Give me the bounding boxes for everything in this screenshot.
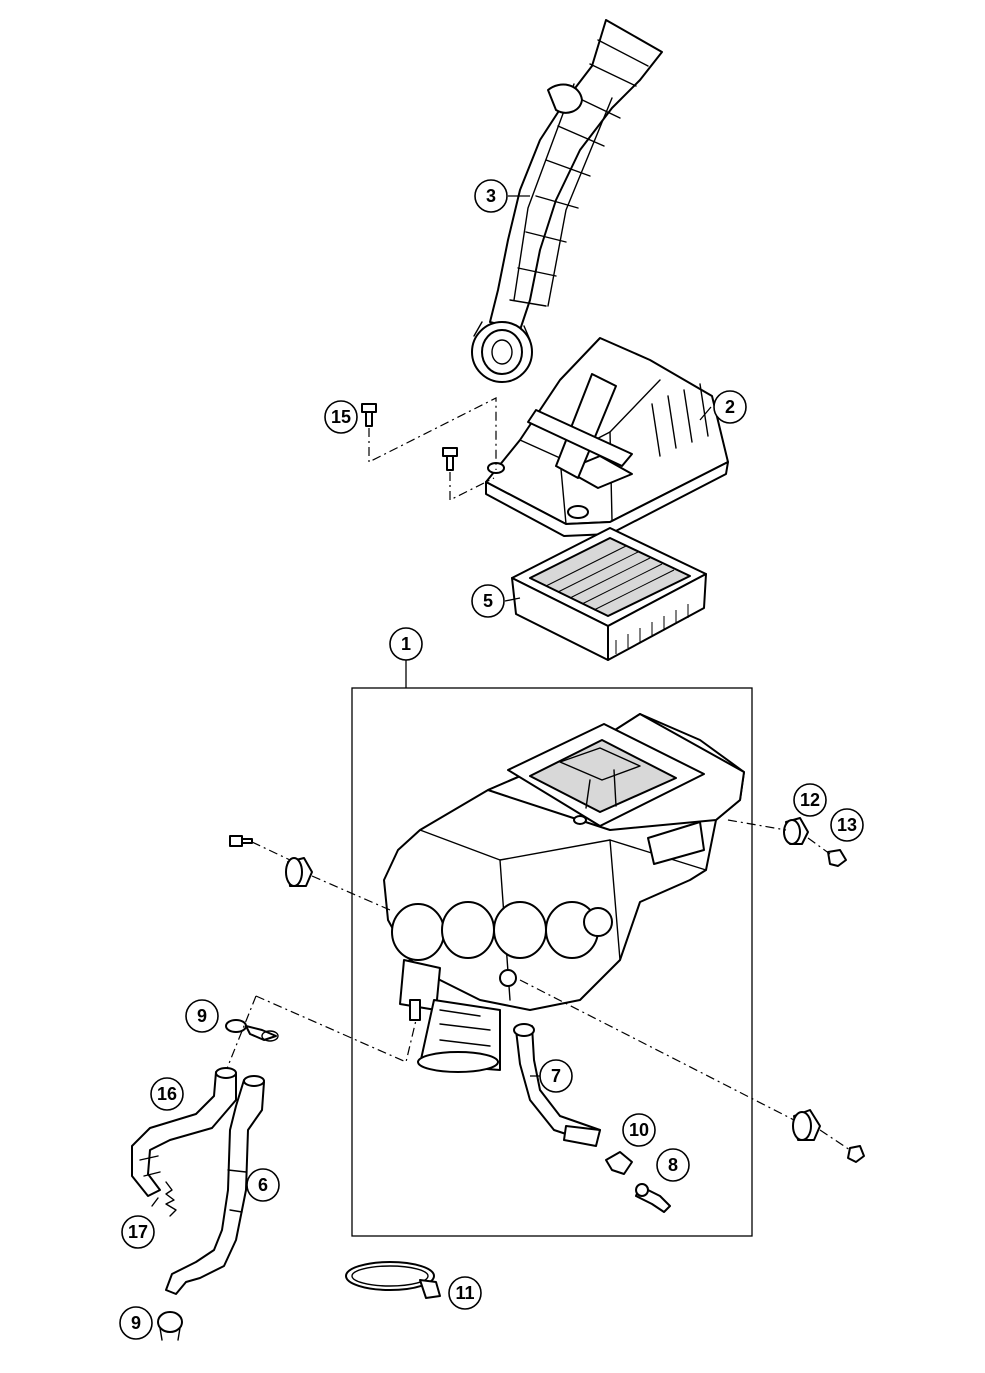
callout-6: 6	[246, 1168, 280, 1202]
grommet-left-part	[229, 835, 391, 911]
callout-3-label: 3	[486, 186, 496, 206]
plug-part	[635, 1183, 671, 1213]
callout-1-label: 1	[401, 634, 411, 654]
callout-8-label: 8	[668, 1155, 678, 1175]
clip-part	[605, 1151, 633, 1175]
callout-9-top: 9	[185, 999, 219, 1033]
callout-2: 2	[713, 390, 747, 424]
hose-6-part	[165, 1075, 265, 1295]
airbox-assembly-frame	[351, 687, 753, 1237]
callout-17-label: 17	[128, 1222, 148, 1242]
intake-snorkel-part	[471, 19, 663, 383]
callout-9-top-label: 9	[197, 1006, 207, 1026]
callout-7-label: 7	[551, 1066, 561, 1086]
callout-15-label: 15	[331, 407, 351, 427]
hose-clamp-bottom-part	[157, 1311, 183, 1341]
callout-8: 8	[656, 1148, 690, 1182]
callout-9-bottom-label: 9	[131, 1313, 141, 1333]
spring-clamp-part	[151, 1181, 177, 1217]
callout-12: 12	[793, 783, 827, 817]
callout-11: 11	[448, 1276, 482, 1310]
callout-16-label: 16	[157, 1084, 177, 1104]
callout-5: 5	[471, 584, 505, 618]
callout-13-label: 13	[837, 815, 857, 835]
callout-16: 16	[150, 1077, 184, 1111]
air-filter-part	[511, 527, 707, 661]
airbox-housing-part	[383, 713, 745, 1073]
callout-15: 15	[324, 400, 358, 434]
callout-6-label: 6	[258, 1175, 268, 1195]
callout-10: 10	[622, 1113, 656, 1147]
callout-11-label: 11	[455, 1283, 474, 1303]
leader-lines	[504, 195, 712, 1077]
callout-7: 7	[539, 1059, 573, 1093]
drain-hose-part	[513, 1023, 601, 1147]
grommet-right-top-part	[727, 817, 847, 867]
hose-clamp-top-part	[223, 995, 417, 1077]
airbox-cover-part	[485, 337, 729, 537]
callout-17: 17	[121, 1215, 155, 1249]
callout-13: 13	[830, 808, 864, 842]
grommet-right-bottom-part	[519, 979, 865, 1163]
callout-1: 1	[389, 627, 423, 661]
callout-9-bottom: 9	[119, 1306, 153, 1340]
callout-10-label: 10	[629, 1120, 649, 1140]
screw-15-parts	[361, 397, 497, 501]
callout-2-label: 2	[725, 397, 735, 417]
band-clamp-part	[345, 1261, 441, 1299]
callout-12-label: 12	[800, 790, 820, 810]
callout-5-label: 5	[483, 591, 493, 611]
hose-16-part	[131, 1067, 237, 1197]
callout-3: 3	[474, 179, 508, 213]
